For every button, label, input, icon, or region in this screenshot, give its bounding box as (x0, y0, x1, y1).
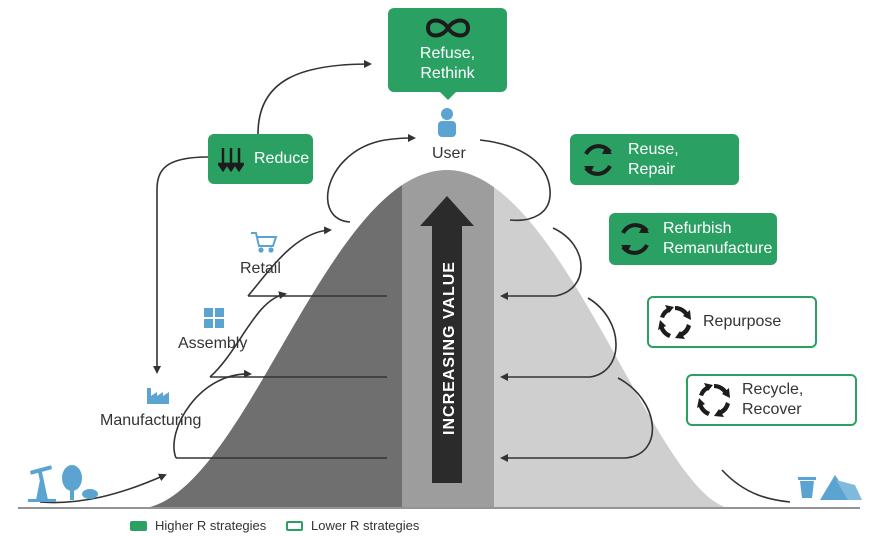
cycle-icon (621, 223, 649, 255)
legend-swatch-filled (130, 520, 147, 531)
increasing-value-arrow (420, 196, 474, 483)
refurbish-remanufacture-box: Refurbish Remanufacture (609, 213, 777, 265)
repurpose-box: Repurpose (647, 296, 817, 348)
raw-material-pile-icon (82, 489, 98, 499)
left-level-lines (176, 295, 387, 459)
loop-repurpose (500, 297, 617, 381)
loop-manufacturing-to-assembly (173, 369, 252, 459)
infinity-icon (425, 18, 470, 38)
cycle-icon (697, 383, 730, 417)
stage-label-user: User (432, 145, 466, 162)
reduce-to-manufacturing-arrow (153, 156, 209, 374)
stage-label-assembly: Assembly (178, 335, 248, 352)
refuse-pointer (440, 92, 456, 100)
legend-swatch-outline (286, 520, 303, 531)
reuse-repair-box: Reuse, Repair (570, 134, 739, 185)
cycle-icon (584, 143, 612, 176)
loop-retail-up (247, 226, 332, 297)
factory-icon (147, 388, 169, 404)
reduce-to-refuse-arrow (257, 60, 372, 135)
refurbish-remanufacture-label: Refurbish Remanufacture (663, 220, 773, 257)
cycle-icon (658, 305, 691, 339)
loop-to-user (326, 134, 416, 223)
stage-label-manufacturing: Manufacturing (100, 412, 202, 429)
landfill-curve (721, 469, 791, 503)
tree-icon (62, 465, 82, 500)
loop-refurbish (500, 227, 582, 300)
refuse-rethink-box: Refuse, Rethink (388, 8, 507, 92)
increasing-value-label: INCREASING VALUE (441, 261, 458, 435)
loop-recycle (500, 377, 654, 462)
person-icon (438, 108, 456, 137)
raw-materials-curve (39, 473, 167, 504)
puzzle-icon (204, 308, 224, 328)
legend-higher: Higher R strategies (130, 518, 266, 533)
legend-lower: Lower R strategies (286, 518, 419, 533)
repurpose-label: Repurpose (703, 313, 782, 330)
stage-label-retail: Retail (240, 260, 281, 277)
refuse-rethink-label: Refuse, Rethink (419, 45, 476, 82)
legend-higher-label: Higher R strategies (155, 518, 267, 533)
landfill-icon (820, 475, 862, 500)
recycle-recover-box: Recycle, Recover (686, 374, 857, 426)
reduce-label: Reduce (254, 150, 310, 167)
cart-icon (251, 232, 278, 253)
reduce-box: Reduce (208, 134, 313, 184)
trash-icon (798, 477, 816, 498)
pumpjack-icon (28, 465, 56, 502)
loop-reuse (479, 139, 551, 222)
down-arrows-icon (218, 148, 244, 172)
reuse-repair-label: Reuse, Repair (628, 140, 679, 178)
legend-lower-label: Lower R strategies (311, 518, 420, 533)
loop-assembly-to-retail (209, 291, 287, 378)
recycle-recover-label: Recycle, Recover (742, 381, 804, 418)
